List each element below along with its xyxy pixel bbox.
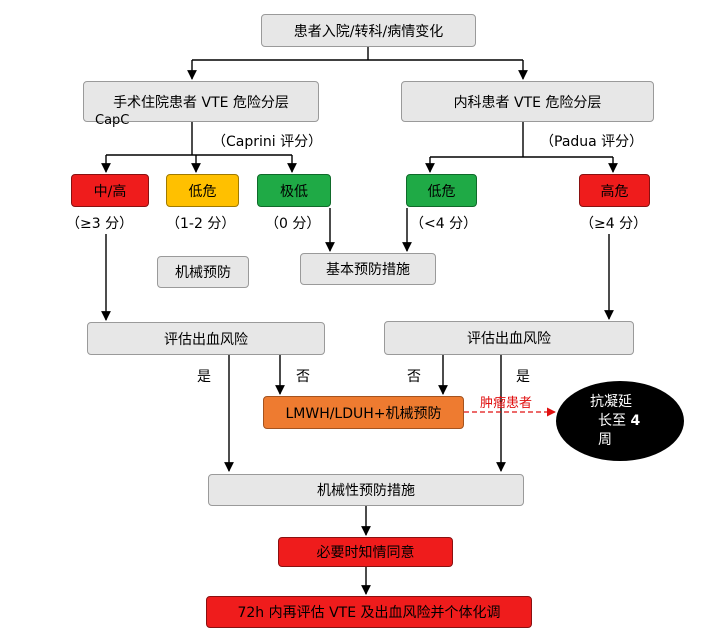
capc-label: CapC: [95, 113, 130, 128]
anticoagulation-extend-node: 抗凝延 长至 4 周: [556, 381, 684, 461]
tumor-patient-label: 肿瘤患者: [480, 396, 533, 411]
score-1-2: （1-2 分）: [166, 216, 236, 232]
risk-low-medical: 低危: [406, 174, 477, 207]
score-ge3: （≥3 分）: [66, 216, 134, 232]
score-lt4: （<4 分）: [410, 216, 478, 232]
no-label-right: 否: [407, 369, 421, 385]
mechanical-prevention-node: 机械预防: [157, 256, 249, 288]
risk-mid-high: 中/高: [71, 174, 149, 207]
informed-consent-node: 必要时知情同意: [278, 537, 453, 567]
anticoag-weeks: 4: [630, 413, 641, 429]
risk-very-low: 极低: [257, 174, 331, 207]
bleeding-assessment-right: 评估出血风险: [384, 321, 634, 355]
score-ge4: （≥4 分）: [580, 216, 648, 232]
medical-risk-node: 内科患者 VTE 危险分层: [401, 81, 654, 122]
caprini-score-label: （Caprini 评分）: [212, 134, 323, 150]
no-label-left: 否: [296, 369, 310, 385]
bleeding-assessment-left: 评估出血风险: [87, 322, 325, 355]
reassess-node: 72h 内再评估 VTE 及出血风险并个体化调: [206, 596, 532, 628]
padua-score-label: （Padua 评分）: [540, 134, 644, 150]
connector-medical-split: [430, 122, 613, 158]
connector-start-split: [192, 47, 523, 61]
anticoag-line1: 抗凝延: [590, 394, 632, 410]
yes-label-right: 是: [516, 369, 530, 385]
surgical-risk-node: 手术住院患者 VTE 危险分层: [83, 81, 319, 122]
score-0: （0 分）: [265, 216, 321, 232]
risk-high: 高危: [579, 174, 650, 207]
yes-label-left: 是: [197, 369, 211, 385]
lmwh-prevention-node: LMWH/LDUH+机械预防: [263, 396, 464, 429]
mechanical-measures-node: 机械性预防措施: [208, 474, 524, 506]
anticoag-line3: 周: [598, 432, 612, 448]
start-node: 患者入院/转科/病情变化: [261, 14, 476, 47]
connector-surgical-split: [106, 122, 292, 156]
anticoag-line2: 长至 4: [598, 413, 641, 429]
basic-prevention-node: 基本预防措施: [300, 253, 436, 285]
risk-low-surgical: 低危: [166, 174, 239, 207]
